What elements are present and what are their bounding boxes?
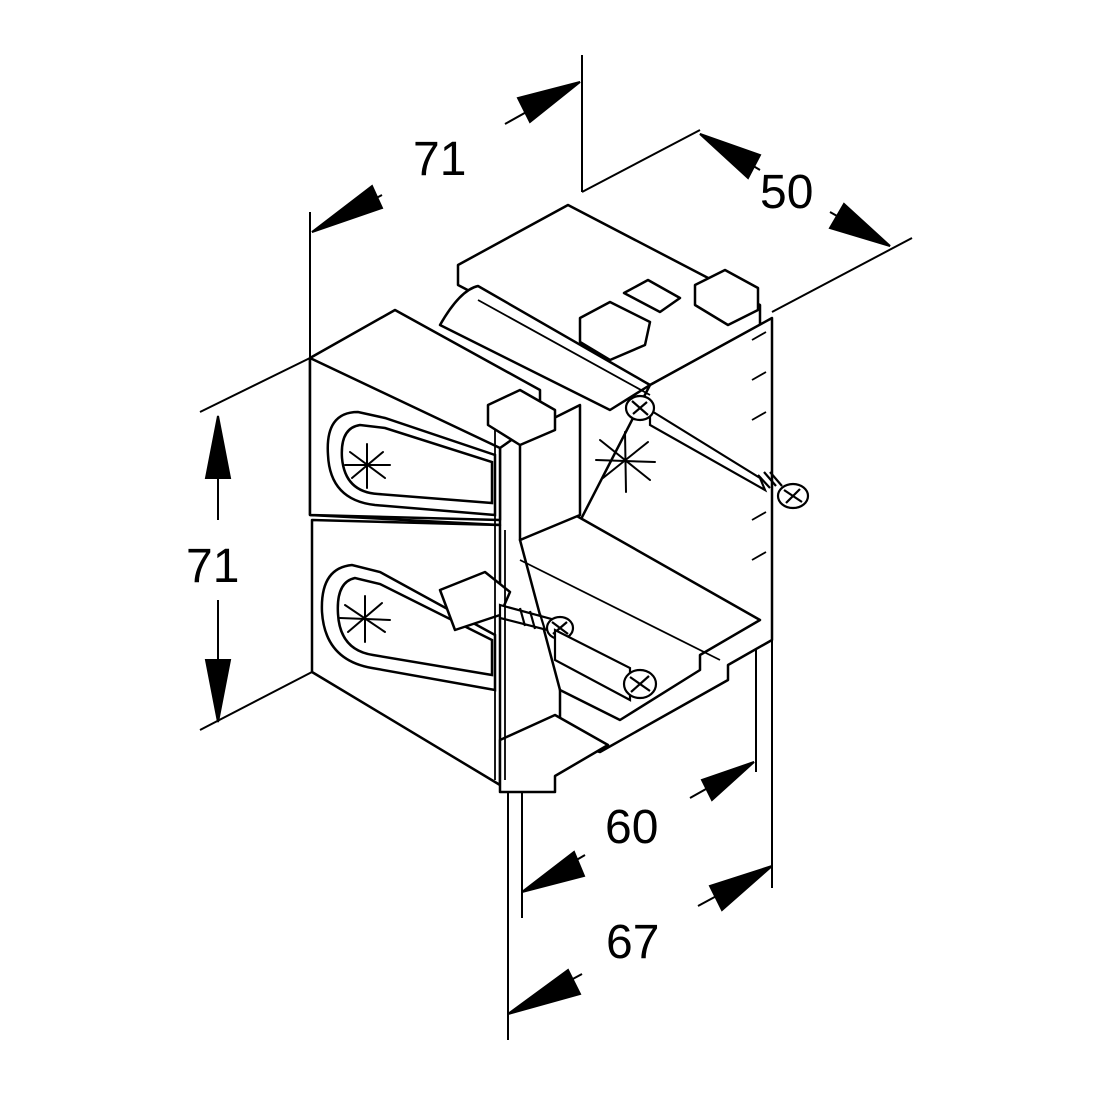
knockout-top [326,410,497,517]
knockout-bottom [320,563,497,692]
arrow-depth-50-top [699,133,762,180]
ext-line-right-depth [771,237,913,313]
knockout-top-inner [340,423,494,505]
arrow-top-71-left [311,184,384,233]
arrow-left-71-top [204,415,232,479]
box-top-inner [438,284,652,412]
screw-inner-top [624,394,656,422]
ext-line-top-rightback [581,129,701,193]
dim-label-top-width: 71 [413,133,466,186]
latch-back-center [578,300,652,362]
latches [438,268,760,632]
arrow-left-71-bottom [204,659,232,723]
detail-floor-line [519,559,721,661]
dim-label-top-depth: 50 [760,166,813,219]
arrow-60-right [700,761,755,802]
detail-top-groove [477,299,651,396]
latch-back-right [693,268,760,327]
screw-lower-inside [553,628,658,702]
latch-back-mid [622,278,682,314]
detail-right-rib-4 [751,511,767,521]
dim-label-bottom-inner: 60 [605,801,658,854]
detail-right-rib-1 [751,331,767,341]
detail-right-rib-5 [751,551,767,561]
knockout-top-star-icon [344,443,391,489]
detail-lines [477,299,767,780]
detail-right-rib-3 [751,411,767,421]
arrow-67-left [507,968,582,1015]
ext-line-left-top [199,357,311,413]
arrow-60-left [521,850,586,893]
knockout-bottom-inner [336,576,494,677]
box-bottom-lip [498,713,610,794]
arrow-67-right [708,865,773,912]
knockout-inside-star-icon [595,431,656,493]
screw-right [648,408,810,510]
arrow-depth-50-bottom [828,202,891,247]
dimension-lines [204,81,891,1015]
knockout-bottom-star-icon [339,595,391,643]
detail-right-rib-2 [751,371,767,381]
knockouts [320,410,656,692]
dim-label-left-height: 71 [186,540,239,593]
dim-label-bottom-outer: 67 [606,916,659,969]
box-front-upper-face [308,356,502,522]
screw-right-thread [757,471,783,489]
latch-front-left [486,388,557,447]
screw-front-thread [518,607,547,631]
screws [498,394,810,702]
arrow-top-71-right [516,81,581,124]
